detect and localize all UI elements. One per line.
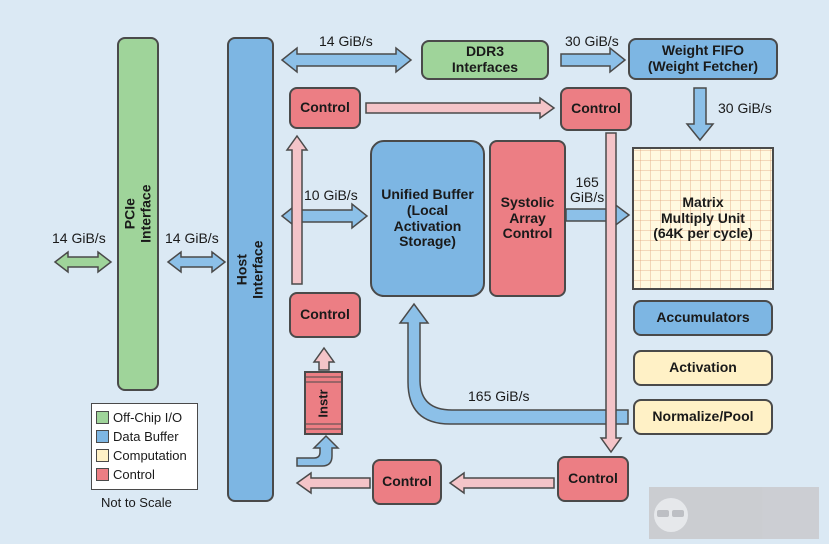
fifo-matrix-arrow — [685, 87, 715, 142]
matrix-grid — [632, 147, 774, 290]
ddr3-interfaces-block: DDR3 Interfaces — [421, 40, 549, 80]
legend-item: Control — [96, 465, 193, 484]
pcie-host-arrow — [166, 250, 227, 274]
bw-fifo-matrix-label: 30 GiB/s — [718, 100, 772, 116]
accumulators-block: Accumulators — [633, 300, 773, 336]
host-interface-label: Host Interface — [233, 240, 266, 299]
activation-block: Activation — [633, 350, 773, 386]
legend-swatch-computation — [96, 449, 109, 462]
watermark-face-icon — [654, 498, 688, 532]
host-control-up-arrow — [285, 134, 309, 285]
return-path-arrow — [398, 302, 629, 425]
pcie-interface-label: PCIe Interface — [121, 184, 154, 244]
bw-systolic-matrix-label: 165 GiB/s — [570, 174, 605, 206]
legend-item: Computation — [96, 446, 193, 465]
legend-item: Off-Chip I/O — [96, 408, 193, 427]
legend-item: Data Buffer — [96, 427, 193, 446]
instr-control-up-arrow — [312, 346, 336, 371]
watermark-overlay — [649, 487, 819, 539]
bw-host-ddr3-label: 14 GiB/s — [319, 33, 373, 49]
control-mid-left-block: Control — [289, 292, 361, 338]
legend: Off-Chip I/O Data Buffer Computation Con… — [91, 403, 198, 490]
systolic-matrix-arrow — [565, 201, 631, 229]
bw-ddr3-fifo-label: 30 GiB/s — [565, 33, 619, 49]
legend-label: Off-Chip I/O — [113, 410, 183, 425]
not-to-scale-note: Not to Scale — [101, 495, 172, 510]
legend-swatch-control — [96, 468, 109, 481]
instr-label: Instr — [315, 388, 331, 418]
instr-block: Instr — [305, 382, 342, 424]
control-bottom-right-block: Control — [557, 456, 629, 502]
host-interface-block: Host Interface — [227, 37, 274, 502]
matrix-multiply-unit-block: Matrix Multiply Unit (64K per cycle) — [653, 193, 753, 242]
control-top-arrow — [365, 96, 556, 120]
legend-label: Computation — [113, 448, 187, 463]
legend-swatch-off-chip — [96, 411, 109, 424]
weight-fifo-block: Weight FIFO (Weight Fetcher) — [628, 38, 778, 80]
legend-swatch-data-buffer — [96, 430, 109, 443]
systolic-array-control-block: Systolic Array Control — [489, 140, 566, 297]
ddr3-fifo-arrow — [560, 46, 627, 74]
bw-pcie-host-label: 14 GiB/s — [165, 230, 219, 246]
bw-pcie-external-label: 14 GiB/s — [52, 230, 106, 246]
control-bottom-left-arrow — [448, 471, 555, 495]
unified-buffer-block: Unified Buffer (Local Activation Storage… — [370, 140, 485, 297]
legend-label: Data Buffer — [113, 429, 179, 444]
control-right-down-arrow — [599, 132, 623, 454]
pcie-interface-block: PCIe Interface — [117, 37, 159, 391]
legend-label: Control — [113, 467, 155, 482]
host-ddr3-arrow — [280, 46, 413, 74]
bw-return-label: 165 GiB/s — [468, 388, 530, 404]
bw-host-ub-label: 10 GiB/s — [304, 187, 358, 203]
pcie-external-arrow — [53, 250, 113, 274]
control-top-right-block: Control — [560, 87, 632, 131]
control-to-host-arrow — [295, 471, 371, 495]
control-bottom-mid-block: Control — [372, 459, 442, 505]
control-top-left-block: Control — [289, 87, 361, 129]
host-instr-arrow — [296, 434, 340, 467]
normalize-pool-block: Normalize/Pool — [633, 399, 773, 435]
